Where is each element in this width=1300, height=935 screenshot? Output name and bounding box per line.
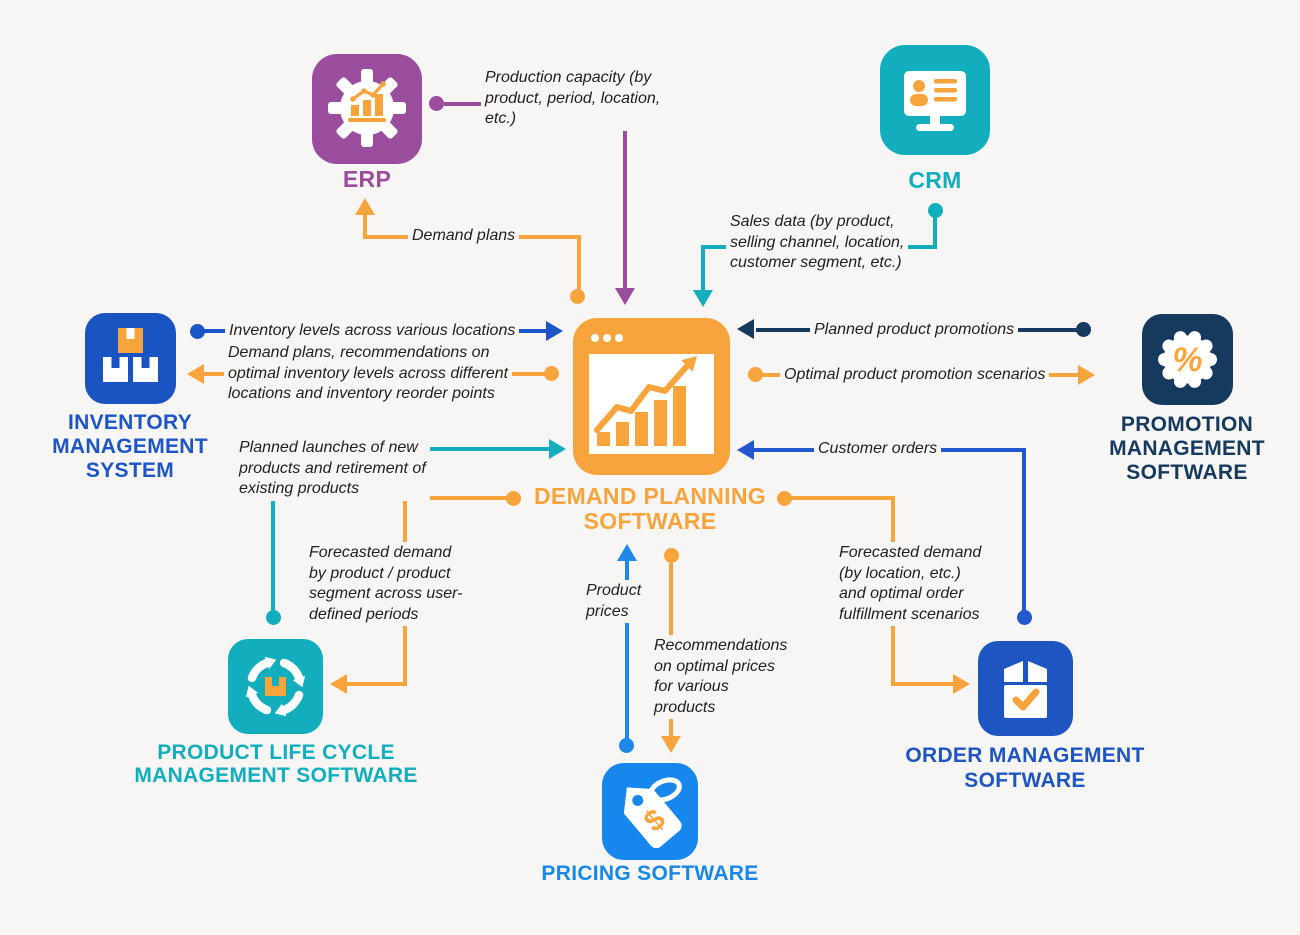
flow-inventory-recommendations-origin-dot: [544, 366, 559, 381]
flow-forecast-fulfillment-segment: [891, 496, 895, 686]
flow-customer-orders-origin-dot: [1017, 610, 1032, 625]
flow-price-recommendations-label: Recommendations on optimal prices for va…: [650, 635, 792, 719]
flow-promotion-scenarios-label: Optimal product promotion scenarios: [780, 364, 1050, 387]
flow-sales-data-segment: [933, 217, 937, 248]
flow-price-recommendations-segment: [669, 563, 673, 737]
flow-inventory-recommendations-segment: [204, 372, 546, 376]
flow-inventory-levels-arrowhead: [546, 321, 563, 341]
erp-icon: [312, 54, 422, 164]
flow-planned-promotions-arrowhead: [737, 319, 754, 339]
crm-icon: [880, 45, 990, 155]
flow-product-prices-label: Product prices: [582, 580, 646, 623]
flow-production-capacity-arrowhead: [615, 288, 635, 305]
order-icon: [978, 641, 1073, 736]
flow-forecast-by-product-arrowhead: [330, 674, 347, 694]
flow-planned-promotions-label: Planned product promotions: [810, 319, 1019, 342]
flow-planned-launches-arrowhead: [549, 439, 566, 459]
plm-icon: [228, 639, 323, 734]
flow-product-prices-segment: [625, 560, 629, 740]
flow-sales-data-label: Sales data (by product, selling channel,…: [726, 211, 909, 275]
flow-production-capacity-origin-dot: [429, 96, 444, 111]
flow-planned-launches-origin-dot: [266, 610, 281, 625]
flow-inventory-recommendations-label: Demand plans, recommendations on optimal…: [224, 342, 513, 406]
pricing-label: PRICING SOFTWARE: [541, 862, 759, 885]
flow-forecast-by-product-segment: [403, 496, 407, 686]
flow-demand-plans-segment: [363, 214, 367, 239]
flow-inventory-levels-segment: [204, 329, 546, 333]
flow-demand-plans-segment: [363, 235, 579, 239]
flow-planned-promotions-origin-dot: [1076, 322, 1091, 337]
flow-production-capacity-label: Production capacity (by product, period,…: [481, 67, 665, 131]
flow-promotion-scenarios-segment: [762, 373, 1078, 377]
flow-forecast-fulfillment-segment: [891, 682, 953, 686]
flow-promotion-scenarios-arrowhead: [1078, 365, 1095, 385]
pricing-icon: $: [602, 763, 698, 860]
flow-customer-orders-arrowhead: [737, 440, 754, 460]
flow-inventory-levels-label: Inventory levels across various location…: [225, 320, 520, 343]
flow-customer-orders-segment: [754, 448, 1026, 452]
flow-customer-orders-label: Customer orders: [814, 438, 942, 461]
flow-inventory-levels-origin-dot: [190, 324, 205, 339]
flow-planned-launches-segment: [271, 447, 549, 451]
flow-forecast-fulfillment-arrowhead: [953, 674, 970, 694]
flow-planned-promotions-segment: [756, 328, 1078, 332]
crm-label: CRM: [908, 167, 962, 193]
flow-forecast-fulfillment-segment: [791, 496, 895, 500]
flow-sales-data-origin-dot: [928, 203, 943, 218]
erp-label: ERP: [342, 166, 392, 192]
flow-demand-plans-label: Demand plans: [408, 225, 520, 248]
demand-planning-label: DEMAND PLANNING SOFTWARE: [534, 483, 766, 534]
flow-inventory-recommendations-arrowhead: [187, 364, 204, 384]
flow-forecast-by-product-segment: [347, 682, 405, 686]
flow-planned-launches-segment: [271, 447, 275, 612]
flow-demand-plans-segment: [577, 235, 581, 291]
inventory-icon: [85, 313, 176, 404]
flow-forecast-by-product-segment: [403, 496, 507, 500]
inventory-label: INVENTORY MANAGEMENT SYSTEM: [52, 411, 208, 482]
flow-price-recommendations-arrowhead: [661, 736, 681, 753]
flow-demand-plans-arrowhead: [355, 198, 375, 215]
flow-sales-data-segment: [701, 245, 937, 249]
flow-product-prices-arrowhead: [617, 544, 637, 561]
flow-promotion-scenarios-origin-dot: [748, 367, 763, 382]
flow-planned-launches-label: Planned launches of new products and ret…: [235, 437, 430, 501]
flow-price-recommendations-origin-dot: [664, 548, 679, 563]
demand-planning-icon: [573, 318, 730, 475]
flow-customer-orders-segment: [1022, 448, 1026, 611]
svg-text:%: %: [1172, 341, 1202, 379]
flow-production-capacity-segment: [623, 102, 627, 292]
flow-sales-data-arrowhead: [693, 290, 713, 307]
promotion-icon: %: [1142, 314, 1233, 405]
flow-forecast-by-product-label: Forecasted demand by product / product s…: [305, 542, 467, 626]
flow-sales-data-segment: [701, 245, 705, 292]
promotion-label: PROMOTION MANAGEMENT SOFTWARE: [1109, 413, 1265, 484]
flow-product-prices-origin-dot: [619, 738, 634, 753]
plm-label: PRODUCT LIFE CYCLE MANAGEMENT SOFTWARE: [134, 741, 418, 787]
flow-demand-plans-origin-dot: [570, 289, 585, 304]
flow-production-capacity-segment: [444, 102, 626, 106]
flow-forecast-fulfillment-label: Forecasted demand (by location, etc.) an…: [835, 542, 986, 626]
order-label: ORDER MANAGEMENT SOFTWARE: [905, 744, 1145, 792]
